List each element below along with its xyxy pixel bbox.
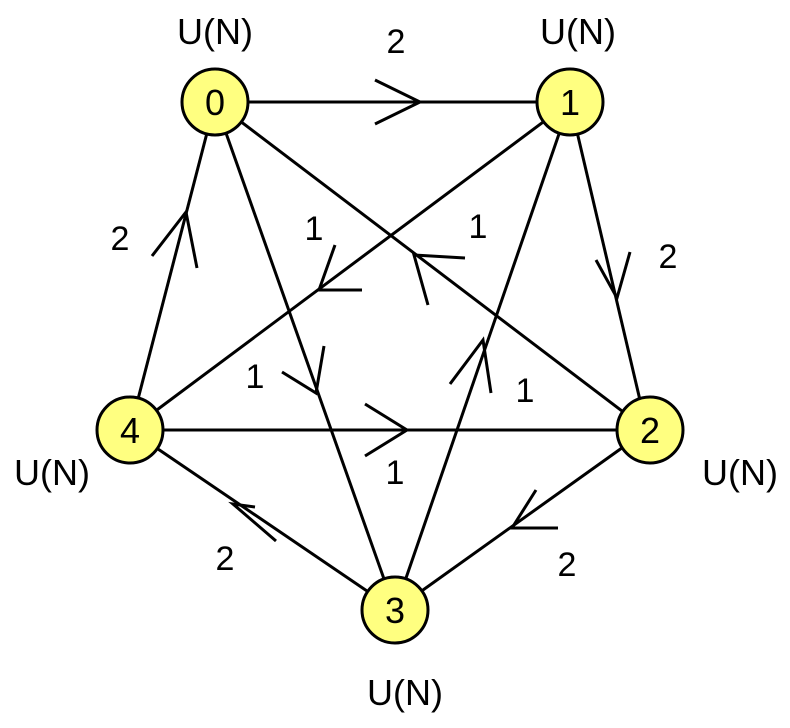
edge-label-1-2: 2 (659, 238, 678, 276)
node-3: 3 (360, 575, 430, 645)
node-3-label: 3 (385, 590, 405, 631)
edge-label-3-4: 2 (216, 540, 235, 578)
edge-label-1-4: 1 (305, 210, 324, 248)
group-label-node-2: U(N) (702, 452, 778, 493)
edge-3-1 (393, 101, 572, 611)
node-0: 0 (180, 67, 250, 137)
arrowhead-2-0 (411, 253, 466, 306)
node-0-label: 0 (205, 82, 225, 123)
edge-label-2-3: 2 (558, 546, 577, 584)
node-1: 1 (535, 67, 605, 137)
arrowhead-4-2 (364, 402, 410, 458)
node-4-label: 4 (120, 410, 140, 451)
edge-labels-layer: 2 2 2 2 2 1 1 1 1 1 (111, 23, 678, 584)
arrowhead-2-3 (509, 489, 558, 530)
arrowhead-0-3 (281, 345, 326, 396)
edge-2-0 (214, 100, 648, 432)
edge-4-0 (128, 101, 217, 431)
edge-1-4 (129, 100, 571, 432)
arrowhead-4-0 (150, 208, 199, 269)
arrowheads-layer (150, 78, 632, 543)
edge-0-3 (213, 101, 397, 611)
edge-1-2 (568, 101, 649, 431)
arrowhead-3-4 (228, 501, 277, 543)
edge-label-4-2: 1 (386, 454, 405, 492)
arrowhead-1-2 (594, 251, 632, 302)
node-4: 4 (95, 395, 165, 465)
edge-label-2-0: 1 (469, 208, 488, 246)
group-label-node-1: U(N) (540, 11, 616, 52)
arrowhead-1-4 (316, 244, 362, 292)
edge-3-4 (129, 428, 396, 612)
group-label-node-3: U(N) (367, 672, 443, 713)
node-2-label: 2 (640, 410, 660, 451)
edge-label-3-1: 1 (516, 372, 535, 410)
node-1-label: 1 (560, 82, 580, 123)
arrowhead-0-1 (374, 78, 424, 126)
edge-label-0-3: 1 (246, 358, 265, 396)
edge-2-3 (394, 428, 648, 612)
group-labels-layer: U(N) U(N) U(N) U(N) U(N) (14, 11, 778, 713)
group-label-node-0: U(N) (177, 11, 253, 52)
edges-layer (128, 100, 649, 612)
nodes-layer: 0 1 2 3 4 (95, 67, 685, 645)
arrowhead-3-1 (448, 336, 493, 394)
edge-label-0-1: 2 (387, 23, 406, 61)
edge-label-4-0: 2 (111, 220, 130, 258)
group-label-node-4: U(N) (14, 452, 90, 493)
node-2: 2 (615, 395, 685, 465)
